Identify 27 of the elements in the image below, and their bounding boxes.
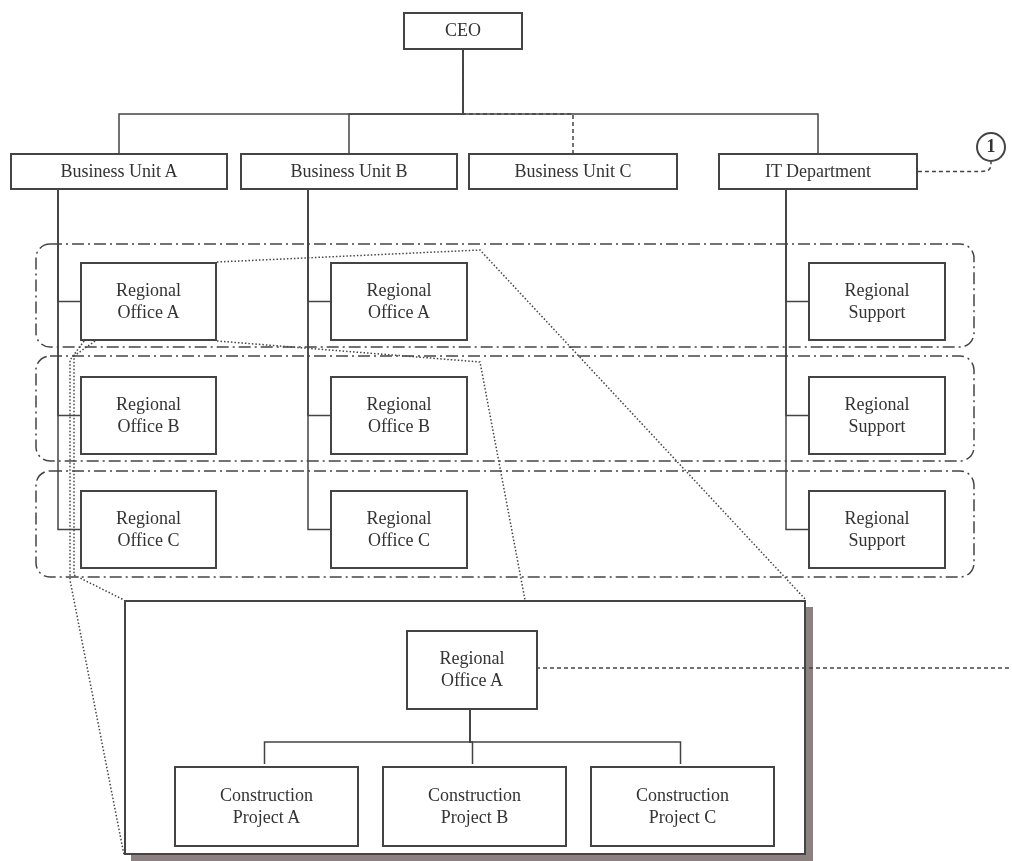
org-box: Regional Office B — [330, 376, 468, 455]
org-box: Regional Office A — [330, 262, 468, 341]
connector-line — [307, 189, 331, 531]
org-box: Construction Project A — [174, 766, 359, 847]
org-box: IT Department — [718, 153, 918, 190]
dotted-connector — [216, 340, 526, 601]
org-box: Regional Office B — [80, 376, 217, 455]
dotted-connector — [73, 340, 125, 601]
connector-line — [57, 189, 81, 531]
org-box: Regional Office C — [330, 490, 468, 569]
callout-number: 1 — [976, 132, 1006, 162]
org-box: CEO — [403, 12, 523, 50]
dotted-connector — [216, 249, 807, 601]
org-box: Business Unit B — [240, 153, 458, 190]
org-box: Business Unit C — [468, 153, 678, 190]
org-box: Regional Office A — [406, 630, 538, 710]
connector-line — [785, 189, 809, 531]
org-box: Regional Support — [808, 490, 946, 569]
org-box: Construction Project B — [382, 766, 567, 847]
org-box: Business Unit A — [10, 153, 228, 190]
org-box: Regional Support — [808, 262, 946, 341]
org-box: Construction Project C — [590, 766, 775, 847]
dotted-connector — [917, 161, 992, 173]
org-box: Regional Office A — [80, 262, 217, 341]
org-box: Regional Office C — [80, 490, 217, 569]
dotted-connector — [69, 340, 125, 856]
org-box: Regional Support — [808, 376, 946, 455]
